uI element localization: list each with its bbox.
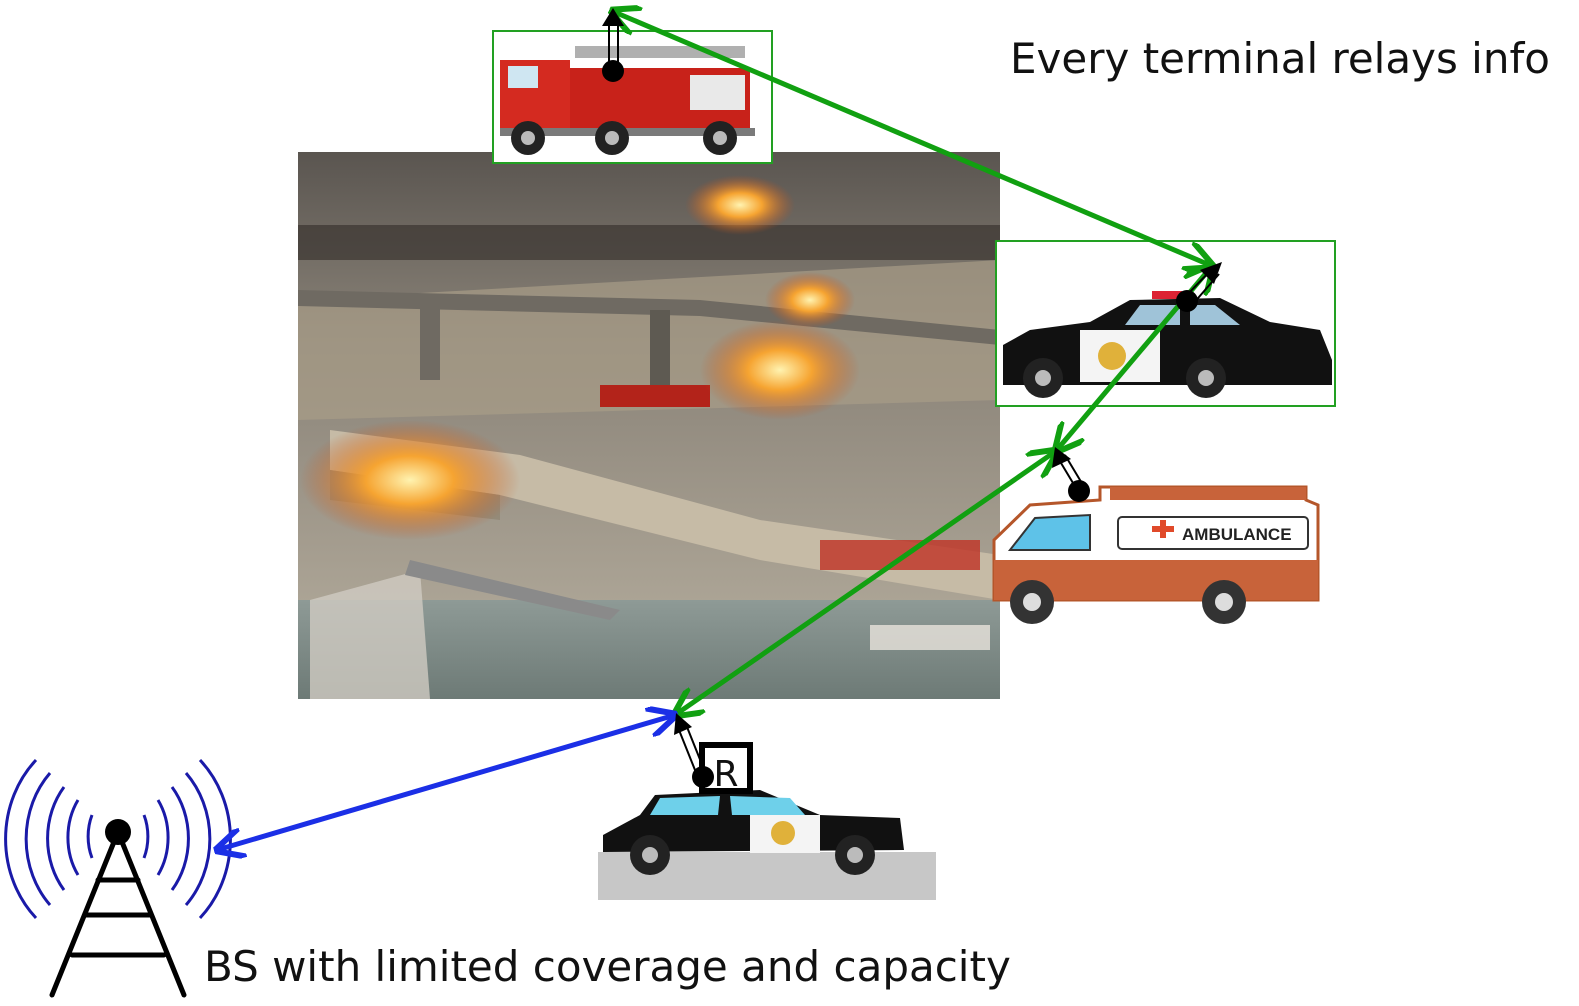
caption-top: Every terminal relays info [1010,34,1550,83]
antenna-marker-police [1176,262,1222,312]
antenna-marker-relay [674,713,714,788]
link-relay-basestation [217,715,675,850]
base-station-tower-icon [4,758,232,998]
link-firetruck-police [612,11,1212,266]
link-ambulance-relay [675,451,1056,715]
ambulance-label: AMBULANCE [1182,525,1292,544]
fire-truck-icon [492,30,773,164]
relay-marker: R [699,742,753,795]
ambulance-icon: AMBULANCE [992,485,1320,624]
antenna-marker-ambulance [1052,447,1090,502]
disaster-scene-image [298,152,1000,699]
relay-police-car-icon [598,790,936,900]
relay-marker-label: R [713,754,738,795]
caption-bottom: BS with limited coverage and capacity [204,942,1011,991]
antenna-marker-firetruck [602,8,624,82]
